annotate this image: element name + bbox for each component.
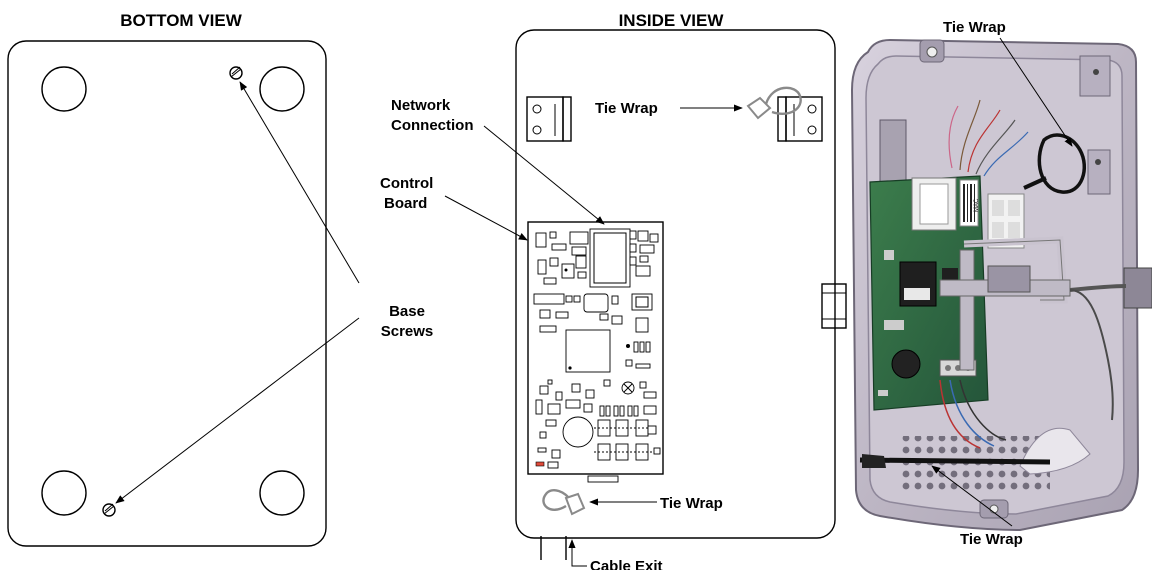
buzzer xyxy=(562,416,594,448)
network-connection-label-line2: Connection xyxy=(391,117,474,134)
processor-chip xyxy=(565,329,611,373)
base-screws-arrow-top xyxy=(239,81,360,284)
inside-photo: Tie Wrap Tie Wrap xyxy=(850,19,1152,548)
hinge-bracket-right xyxy=(777,96,823,142)
tie-wrap-top-label: Tie Wrap xyxy=(595,100,658,117)
control-board-label-line2: Board xyxy=(384,195,427,212)
terminal-connectors xyxy=(594,419,652,461)
hinge-bracket-left xyxy=(526,96,572,142)
foot-top-left xyxy=(41,66,87,112)
inside-view-title: INSIDE VIEW xyxy=(619,11,725,30)
tie-wrap-bottom-inside xyxy=(542,489,586,516)
cable-exit-arrow xyxy=(568,539,587,567)
photo-tie-wrap-top xyxy=(1037,133,1086,194)
side-tab xyxy=(821,283,847,329)
barcode-label: MAC xyxy=(959,179,980,227)
base-screws-arrow-bottom xyxy=(115,317,360,504)
bottom-view: BOTTOM VIEW Base Screws xyxy=(7,11,434,547)
svg-text:MAC: MAC xyxy=(974,198,980,212)
foot-bottom-left xyxy=(41,470,87,516)
bottom-view-housing xyxy=(7,40,327,547)
photo-tie-wrap-bottom xyxy=(859,457,1051,465)
cable-exit-label: Cable Exit xyxy=(590,558,663,570)
tie-wrap-photo-top-label: Tie Wrap xyxy=(943,19,1006,36)
inside-view-housing xyxy=(515,29,836,539)
foot-top-right xyxy=(259,66,305,112)
tie-wrap-top-inside xyxy=(746,86,802,120)
bottom-view-title: BOTTOM VIEW xyxy=(120,11,242,30)
base-screw-bottom xyxy=(102,503,116,517)
control-board-arrow xyxy=(444,195,528,241)
control-board-label-line1: Control xyxy=(380,175,433,192)
tie-wrap-photo-top-arrow xyxy=(999,37,1073,147)
inside-view: INSIDE VIEW Cable Exit xyxy=(380,11,847,570)
tie-wrap-bottom-label: Tie Wrap xyxy=(660,495,723,512)
tie-wrap-photo-bottom-arrow xyxy=(931,465,1013,527)
foot-bottom-right xyxy=(259,470,305,516)
tie-wrap-photo-bottom-label: Tie Wrap xyxy=(960,531,1023,548)
status-led xyxy=(535,461,545,467)
network-connection-arrow xyxy=(483,125,605,225)
base-screws-label-line1: Base xyxy=(389,303,425,320)
base-screw-top xyxy=(229,66,243,80)
control-board xyxy=(527,221,664,483)
network-connection-label-line1: Network xyxy=(391,97,451,114)
base-screws-label-line2: Screws xyxy=(381,323,434,340)
network-module xyxy=(589,228,631,288)
